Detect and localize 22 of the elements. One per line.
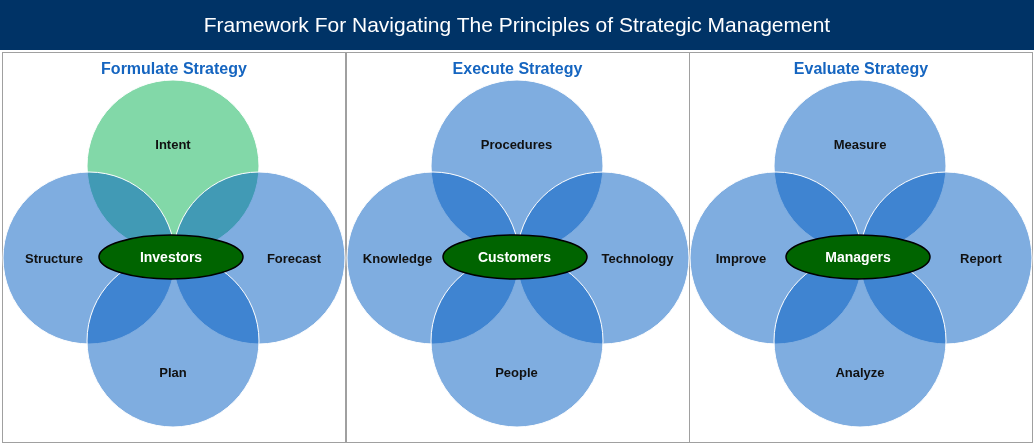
circle-label: Intent	[155, 136, 191, 152]
panel	[689, 52, 1033, 443]
panel	[2, 52, 346, 443]
circle-label: Forecast	[266, 250, 322, 266]
circle-label: Measure	[833, 136, 887, 152]
circle-label: Technology	[601, 250, 674, 266]
circle-label: Improve	[715, 250, 767, 266]
ellipse-label: Investors	[139, 249, 203, 265]
panel-heading: Execute Strategy	[451, 60, 584, 78]
ellipse-label: Managers	[825, 249, 891, 265]
circle-label: Report	[960, 250, 1002, 266]
panel-heading: Evaluate Strategy	[792, 60, 930, 78]
circle-label: Knowledge	[362, 250, 433, 266]
circle-label: Analyze	[835, 364, 885, 380]
ellipse-label: Customers	[477, 249, 552, 265]
circle-label: Plan	[159, 364, 187, 380]
panel-heading: Formulate Strategy	[100, 60, 248, 78]
circle-label: People	[495, 364, 538, 380]
panel	[345, 52, 690, 443]
circle-label: Procedures	[480, 136, 553, 152]
circle-label: Structure	[25, 250, 83, 266]
title-bar: Framework For Navigating The Principles of Strategic Management	[0, 0, 1034, 50]
